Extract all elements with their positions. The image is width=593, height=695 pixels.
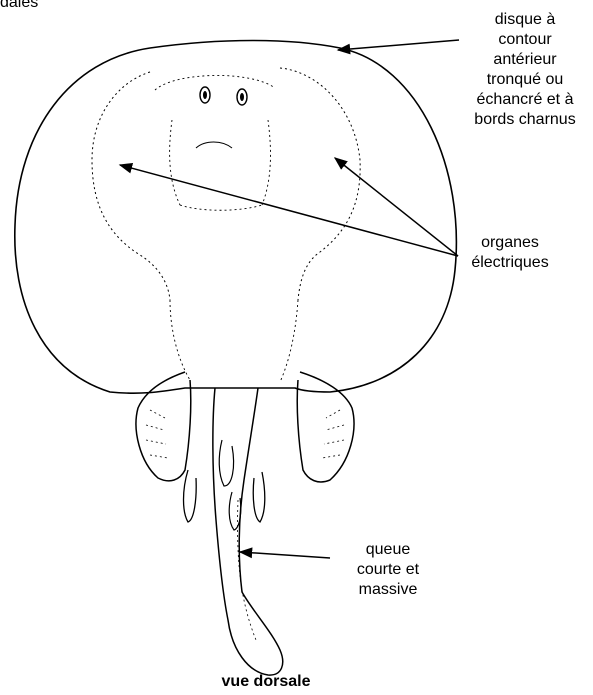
- disc-arrow: [338, 40, 459, 50]
- left-clasper: [184, 470, 197, 522]
- right-eye: [237, 89, 247, 105]
- tail-label-line: queue: [338, 540, 438, 560]
- tail-label-line: courte et: [338, 560, 438, 580]
- right-electric-organ-outline: [280, 68, 360, 300]
- organs-label-line: organes: [455, 233, 565, 253]
- view-caption: vue dorsale: [186, 672, 346, 692]
- disc-label-line: disque à: [450, 10, 593, 30]
- tail-label: queue courte et massive: [338, 540, 438, 600]
- pelvic-fin-rays: [146, 410, 344, 458]
- organs-arrow-left: [120, 165, 458, 256]
- right-pelvic-fin: [297, 372, 354, 482]
- second-dorsal-fin: [229, 492, 241, 530]
- disc-label: disque à contour antérieur tronqué ou éc…: [450, 10, 593, 130]
- tail-label-line: massive: [338, 580, 438, 600]
- body-outline: [170, 300, 298, 382]
- right-clasper: [253, 472, 265, 522]
- organs-arrow-right: [335, 158, 458, 256]
- organs-label-line: électriques: [455, 253, 565, 273]
- mouth: [196, 142, 232, 148]
- disc-outline: [15, 41, 457, 394]
- first-dorsal-fin: [219, 440, 233, 486]
- tail: [213, 388, 283, 675]
- disc-label-line: contour: [450, 30, 593, 50]
- disc-label-line: tronqué ou: [450, 70, 593, 90]
- disc-label-line: bords charnus: [450, 110, 593, 130]
- left-electric-organ-outline: [92, 72, 170, 300]
- electric-organs-label: organes électriques: [455, 233, 565, 273]
- left-eye: [200, 87, 210, 103]
- disc-label-line: échancré et à: [450, 90, 593, 110]
- disc-label-line: antérieur: [450, 50, 593, 70]
- tail-arrow: [240, 552, 330, 558]
